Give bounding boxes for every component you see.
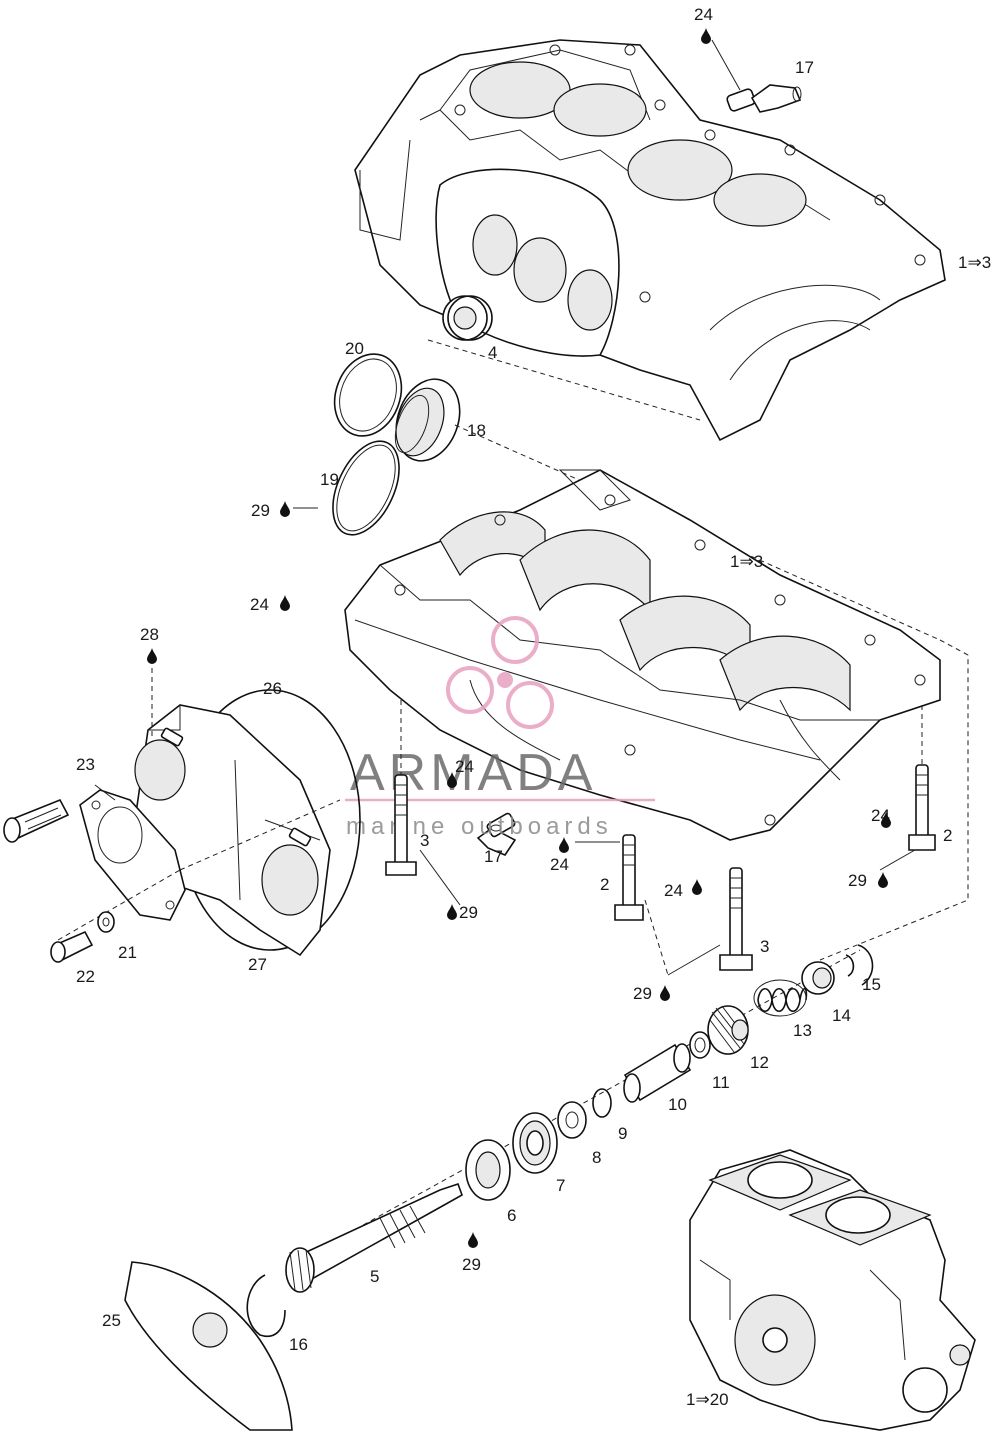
stud-2-left [614, 834, 644, 921]
stud-3-right [719, 867, 753, 971]
oil-drop-icon [468, 1232, 478, 1248]
callout-25: 25 [102, 1311, 121, 1330]
circlip-16 [246, 1274, 286, 1337]
screw-22 [50, 930, 94, 963]
callout-13: 13 [793, 1021, 812, 1040]
watermark-logo: ARMADA marine outboards [345, 616, 655, 840]
callout-3-b: 3 [760, 937, 769, 956]
gear-12 [707, 1005, 749, 1055]
spring-13 [753, 979, 808, 1017]
callout-9: 9 [618, 1124, 627, 1143]
callout-29-b: 29 [459, 903, 478, 922]
oil-drop-icon [280, 501, 290, 517]
watermark-tagline: marine outboards [346, 813, 613, 840]
callout-23: 23 [76, 755, 95, 774]
lower-crankcase [344, 469, 941, 841]
bearing-7 [512, 1112, 558, 1174]
crankcase-cover-27 [134, 689, 361, 957]
oil-drop-icon [280, 595, 290, 611]
callout-26: 26 [263, 679, 282, 698]
callout-19: 19 [320, 470, 339, 489]
snap-ring-20 [333, 353, 403, 437]
stud-2-right [908, 764, 936, 851]
callout-1to3-top: 1⇒3 [958, 253, 991, 272]
callout-24-b: 24 [250, 595, 269, 614]
callout-29-d: 29 [633, 984, 652, 1003]
oil-drop-icon [559, 837, 569, 853]
seal-4 [442, 295, 493, 341]
seal-ring-18 [394, 378, 461, 462]
oil-drop-icon [881, 812, 891, 828]
callout-7: 7 [556, 1176, 565, 1195]
callout-6: 6 [507, 1206, 516, 1225]
callout-2-b: 2 [600, 875, 609, 894]
callout-14: 14 [832, 1006, 851, 1025]
washer-8 [557, 1101, 587, 1139]
callout-5: 5 [370, 1267, 379, 1286]
callout-24-c: 24 [455, 757, 474, 776]
oil-drop-icons [147, 28, 891, 1248]
drive-shaft-5 [285, 1182, 463, 1293]
washer-14 [801, 961, 835, 995]
callout-16: 16 [289, 1335, 308, 1354]
washer-21 [97, 911, 115, 933]
callout-8: 8 [592, 1148, 601, 1167]
oil-drop-icon [447, 772, 457, 788]
callout-29-a: 29 [251, 501, 270, 520]
callout-21: 21 [118, 943, 137, 962]
callout-10: 10 [668, 1095, 687, 1114]
circlip-15 [845, 944, 874, 986]
callout-11: 11 [712, 1073, 730, 1092]
oil-drop-icon [692, 879, 702, 895]
callout-20: 20 [345, 339, 364, 358]
watermark-brand: ARMADA [350, 744, 596, 802]
fitting-17-top [726, 84, 802, 113]
callout-29-c: 29 [848, 871, 867, 890]
callout-24-f: 24 [664, 881, 683, 900]
circlip-9 [592, 1088, 612, 1118]
seal-6 [465, 1139, 511, 1201]
callout-3-a: 3 [420, 831, 429, 850]
washer-11 [689, 1031, 711, 1059]
callout-15: 15 [862, 975, 881, 994]
fitting-17-mid [476, 812, 517, 856]
upper-crankcase [354, 39, 946, 442]
oil-drop-icon [147, 648, 157, 664]
callout-22: 22 [76, 967, 95, 986]
callout-28: 28 [140, 625, 159, 644]
callout-17-mid: 17 [484, 847, 503, 866]
callout-24-d: 24 [550, 855, 569, 874]
callout-labels: 24 17 1⇒3 4 20 18 19 29 1⇒3 24 28 26 23 … [76, 5, 991, 1409]
oil-drop-icon [447, 904, 457, 920]
oil-drop-icon [660, 985, 670, 1001]
callout-24-top: 24 [694, 5, 713, 24]
gasket-23 [79, 789, 186, 921]
callout-17-top: 17 [795, 58, 814, 77]
callout-12: 12 [750, 1053, 769, 1072]
o-ring-19 [332, 440, 400, 536]
sleeve-10 [623, 1043, 692, 1103]
callout-2-a: 2 [943, 826, 952, 845]
oil-drop-icon [701, 28, 711, 44]
disc-25 [124, 1261, 293, 1431]
callout-1to20: 1⇒20 [686, 1390, 729, 1409]
watermark-propeller-icon [491, 616, 539, 664]
callout-1to3-mid: 1⇒3 [730, 552, 763, 571]
callout-29-e: 29 [462, 1255, 481, 1274]
callout-18: 18 [467, 421, 486, 440]
oil-drop-icon [878, 872, 888, 888]
screw-23 [3, 798, 70, 843]
callout-27: 27 [248, 955, 267, 974]
callout-4: 4 [488, 343, 497, 362]
engine-overview [689, 1149, 976, 1431]
